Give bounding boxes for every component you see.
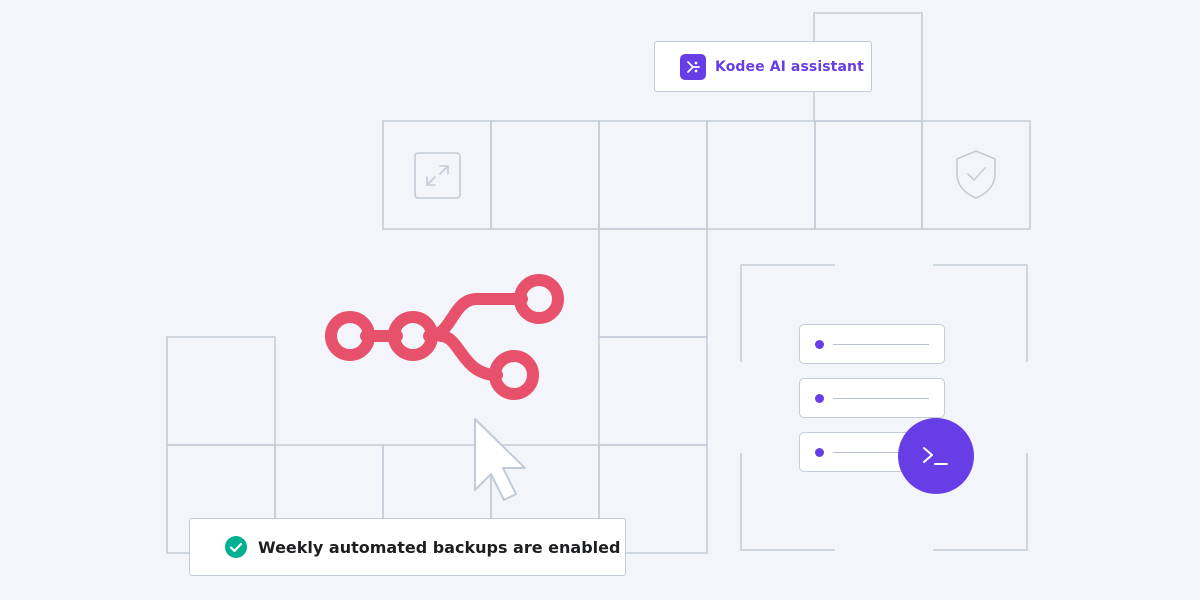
frame-corner bbox=[933, 453, 1028, 551]
grid-cell bbox=[598, 228, 708, 338]
placeholder-line bbox=[833, 344, 929, 345]
placeholder-line bbox=[833, 398, 929, 399]
list-item bbox=[799, 324, 945, 364]
kodee-sparkle-icon bbox=[680, 53, 706, 80]
list-item bbox=[799, 378, 945, 418]
mouse-pointer-icon bbox=[474, 418, 526, 501]
shield-check-icon bbox=[956, 150, 996, 199]
placeholder-line bbox=[833, 452, 929, 453]
bullet-dot bbox=[815, 394, 824, 403]
grid-cell bbox=[490, 120, 600, 230]
backup-notice-label: Weekly automated backups are enabled bbox=[258, 537, 621, 557]
terminal-button[interactable] bbox=[898, 418, 974, 494]
frame-corner bbox=[740, 264, 835, 362]
check-circle-icon bbox=[225, 536, 247, 558]
bullet-dot bbox=[815, 448, 824, 457]
expand-arrows-icon bbox=[414, 152, 461, 199]
grid-cell bbox=[382, 120, 492, 230]
kodee-assistant-label: Kodee AI assistant bbox=[715, 58, 864, 75]
grid-cell bbox=[166, 336, 276, 446]
grid-cell bbox=[598, 120, 708, 230]
git-branch-icon bbox=[325, 274, 564, 400]
grid-cell bbox=[814, 120, 923, 230]
bullet-dot bbox=[815, 340, 824, 349]
frame-corner bbox=[740, 453, 835, 551]
frame-corner bbox=[933, 264, 1028, 362]
backup-notice: Weekly automated backups are enabled bbox=[189, 518, 626, 576]
grid-cell bbox=[921, 120, 1031, 230]
grid-cell bbox=[598, 336, 708, 446]
kodee-assistant-badge[interactable]: Kodee AI assistant bbox=[654, 41, 872, 92]
terminal-prompt-icon bbox=[923, 447, 948, 465]
grid-cell bbox=[706, 120, 816, 230]
